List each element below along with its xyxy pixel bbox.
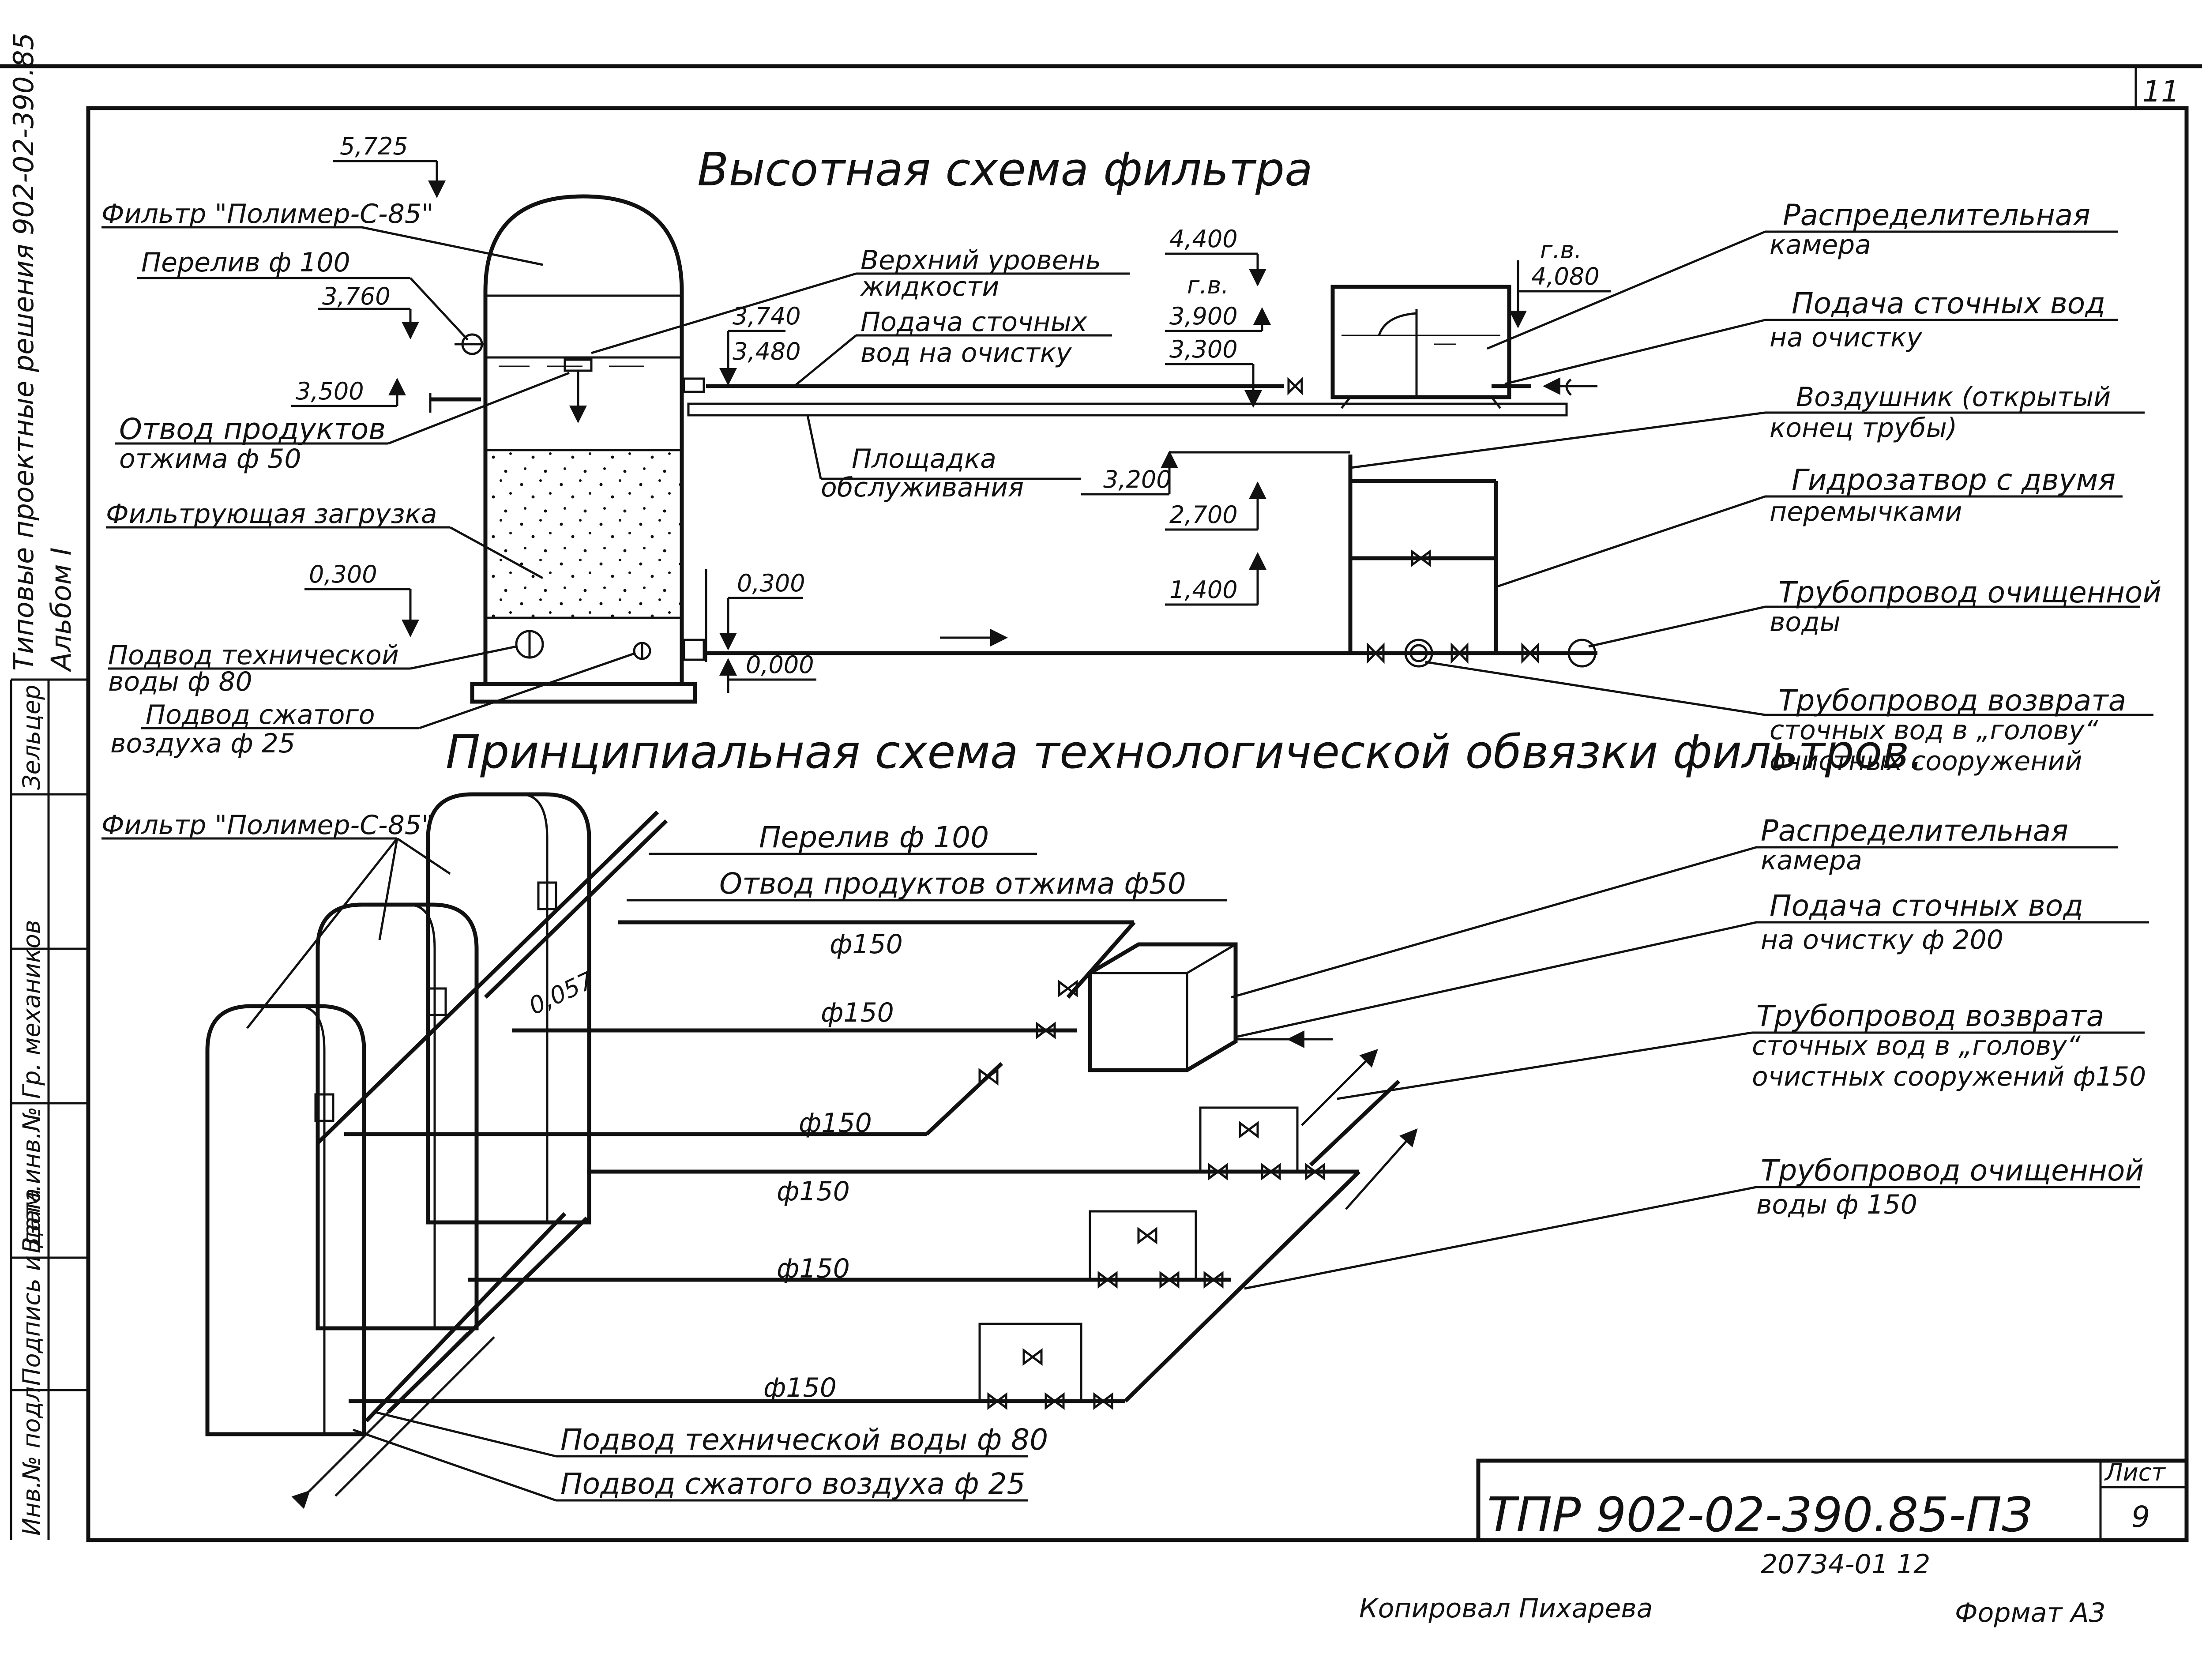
hs-platform-label-2: обслуживания [821, 472, 1024, 503]
principal-scheme-title: Принципиальная схема технологической обв… [446, 725, 1924, 779]
side-cell-2: Гр. механиков [18, 920, 45, 1099]
ps-overflow-label: Перелив ф 100 [759, 820, 989, 854]
hs-filter-label: Фильтр "Полимер-С-85" [101, 199, 434, 229]
side-cell-5: Взам.инв.№ [18, 1107, 45, 1253]
ps-techwater-label: Подвод технической воды ф 80 [560, 1423, 1048, 1457]
height-scheme-title: Высотная схема фильтра [697, 143, 1313, 196]
ps-return-label: Трубопровод возврата [1756, 999, 2104, 1033]
hs-level-label-2: жидкости [860, 271, 999, 302]
hs-platform-label: Площадка [852, 443, 996, 474]
ps-chamber-label: Распределительная [1761, 814, 2068, 848]
height-scheme: 5,725 3,760 3,500 0,300 3,740 3,480 0,30… [101, 132, 2161, 777]
side-title: Типовые проектные решения 902-02-390.85 [8, 33, 40, 671]
side-album: Альбом I [45, 547, 77, 673]
ps-supply-label-2: на очистку ф 200 [1761, 925, 2003, 955]
elev-3500: 3,500 [296, 377, 364, 405]
hs-supply-label: Подача сточных [861, 307, 1087, 338]
dia-4: ф150 [777, 1176, 850, 1207]
principal-labels: Фильтр "Полимер-С-85" Перелив ф 100 Отво… [101, 810, 2149, 1502]
dia-3: ф150 [799, 1108, 872, 1139]
title-stamp: ТПР 902-02-390.85-ПЗ Лист 9 [1476, 1458, 2189, 1543]
elev-2700: 2,700 [1169, 501, 1238, 529]
stamp-code: ТПР 902-02-390.85-ПЗ [1487, 1488, 2032, 1543]
iso-filter-middle [316, 902, 479, 1330]
elev-0300b: 0,300 [737, 569, 805, 597]
order-number: 20734-01 12 [1761, 1549, 1930, 1580]
hs-overflow-label: Перелив ф 100 [141, 247, 350, 278]
side-title-block: Типовые проектные решения 902-02-390.85 … [8, 33, 77, 1536]
hs-media-label: Фильтрующая загрузка [106, 499, 437, 530]
sheet-label: Лист [2104, 1458, 2166, 1486]
elev-3480: 3,480 [733, 338, 801, 365]
side-cell-4: Подпись и дата [18, 1188, 45, 1386]
hs-return-label-3: очистных сооружений [1770, 746, 2082, 777]
principal-scheme: ф150 ф150 ф150 ф150 ф150 ф150 0,057 Филь… [101, 792, 2149, 1509]
hs-techwater-label-2: воды ф 80 [108, 666, 252, 697]
ps-supply-label: Подача сточных вод [1770, 889, 2083, 923]
elev-0300: 0,300 [309, 560, 377, 588]
dia-6: ф150 [763, 1372, 837, 1403]
hs-supplyr-label-2: на очистку [1770, 322, 1923, 353]
iso-filter-back [426, 792, 591, 1225]
hs-level-label: Верхний уровень [861, 245, 1101, 276]
side-cell-1: Зельцер [18, 685, 45, 790]
valve-group-mid [1089, 1210, 1224, 1289]
sheet-page: 9 [2131, 1500, 2150, 1534]
hs-techwater-label: Подвод технической [108, 640, 399, 671]
elev-3300: 3,300 [1169, 335, 1238, 363]
valve-group-low [978, 1323, 1113, 1410]
elev-5725: 5,725 [340, 132, 408, 160]
ps-pressout-label: Отвод продуктов отжима ф50 [719, 867, 1186, 901]
ps-return-label-3: очистных сооружений ф150 [1752, 1061, 2146, 1092]
hs-clean-label-2: воды [1770, 607, 1841, 638]
hs-air-label-2: воздуха ф 25 [110, 728, 295, 759]
elevation-marks: 5,725 3,760 3,500 0,300 3,740 3,480 0,30… [291, 132, 1611, 693]
ps-filter-label: Фильтр "Полимер-С-85" [101, 810, 434, 841]
elev-0000: 0,000 [746, 651, 814, 679]
elev-1400: 1,400 [1169, 576, 1238, 604]
hs-return-label: Трубопровод возврата [1778, 684, 2126, 718]
hs-clean-label: Трубопровод очищенной [1778, 575, 2161, 609]
hs-seal-label: Гидрозатвор с двумя [1792, 463, 2116, 497]
elev-3900: 3,900 [1169, 302, 1238, 330]
hs-chamber-label-2: камера [1770, 229, 1871, 260]
hs-supply-label-2: вод на очистку [861, 338, 1072, 368]
hs-vent-label: Воздушник (открытый [1796, 382, 2111, 413]
ps-return-label-2: сточных вод в „голову“ [1752, 1030, 2081, 1061]
elev-4400: 4,400 [1169, 225, 1238, 253]
hs-pressout-label-2: отжима ф 50 [119, 443, 301, 474]
hs-vent-label-2: конец трубы) [1770, 413, 1957, 443]
filter-vessel [429, 194, 707, 704]
diameter-labels: ф150 ф150 ф150 ф150 ф150 ф150 0,057 [525, 929, 903, 1403]
ps-air-label: Подвод сжатого воздуха ф 25 [560, 1467, 1026, 1501]
elev-3200: 3,200 [1103, 466, 1172, 493]
hs-air-label: Подвод сжатого [146, 699, 375, 730]
paper-format: Формат А3 [1955, 1597, 2106, 1628]
ps-clean-label: Трубопровод очищенной [1761, 1154, 2144, 1188]
sheet-number: 11 [2142, 75, 2179, 109]
sheet-frame: 11 Типовые проектные решения 902-02-390.… [0, 33, 2202, 1542]
elev-4080: 4,080 [1531, 263, 1600, 290]
copied-by: Копировал Пихарева [1359, 1593, 1653, 1624]
iso-filter-front [205, 1004, 366, 1436]
ps-clean-label-2: воды ф 150 [1756, 1189, 1917, 1220]
dia-5: ф150 [777, 1253, 850, 1284]
dia-1: ф150 [830, 929, 903, 960]
gv-left: г.в. [1187, 271, 1229, 299]
dia-2: ф150 [821, 997, 894, 1028]
hs-chamber-label: Распределительная [1783, 198, 2090, 232]
side-cell-3: Инв.№ подл. [18, 1379, 45, 1536]
hs-return-label-2: сточных вод в „голову“ [1770, 715, 2099, 746]
hs-supplyr-label: Подача сточных вод [1792, 286, 2105, 320]
height-scheme-labels: Фильтр "Полимер-С-85" Перелив ф 100 Отво… [101, 198, 2161, 777]
hs-pressout-label: Отвод продуктов [119, 412, 386, 446]
hs-seal-label-2: перемычками [1770, 496, 1962, 527]
elev-3760: 3,760 [322, 282, 391, 310]
ps-chamber-label-2: камера [1761, 845, 1862, 876]
gv-right: г.в. [1540, 236, 1582, 264]
valve-group-top [1199, 1106, 1325, 1180]
